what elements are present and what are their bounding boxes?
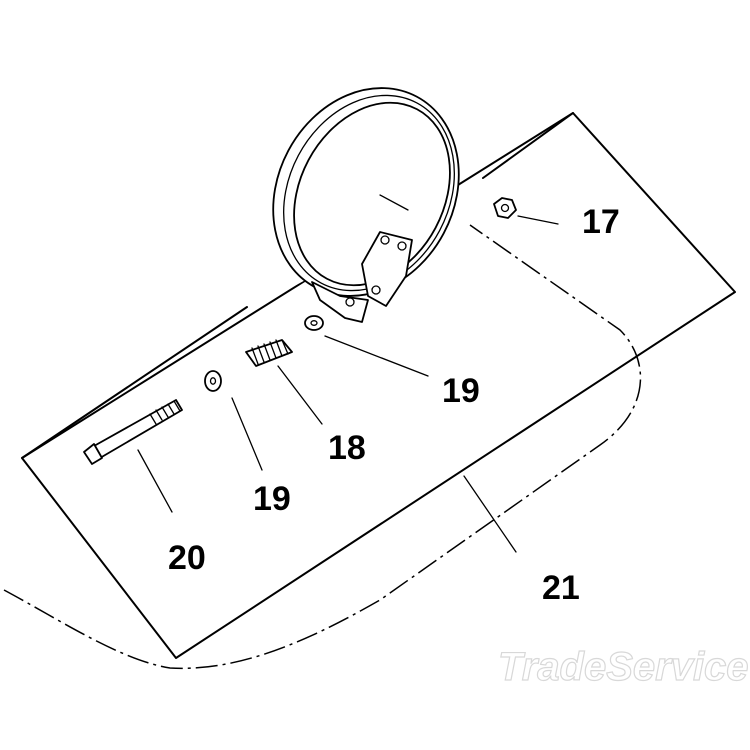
callout-18: 18 — [328, 429, 366, 467]
washer-19-lower — [204, 370, 222, 392]
callout-17: 17 — [582, 203, 620, 241]
callout-19-lower: 19 — [253, 480, 291, 518]
leader-17 — [517, 215, 559, 225]
callout-20: 20 — [168, 539, 206, 577]
plate-edge-top-right — [482, 112, 574, 179]
leader-21 — [463, 475, 517, 553]
callout-19-upper: 19 — [442, 372, 480, 410]
phantom-housing-outline — [3, 224, 642, 670]
leader-18 — [277, 365, 323, 425]
leader-19-lower — [231, 397, 263, 471]
plate-edge-top-left — [21, 306, 248, 459]
callout-21: 21 — [542, 569, 580, 607]
leader-20 — [137, 449, 173, 513]
brake-band — [272, 87, 460, 323]
watermark-text: TradeService — [498, 645, 749, 689]
nut-17 — [493, 197, 517, 219]
spring-18 — [245, 339, 293, 367]
washer-19-upper — [304, 315, 324, 331]
bolt-20 — [83, 399, 183, 465]
leader-19-upper — [324, 335, 429, 377]
